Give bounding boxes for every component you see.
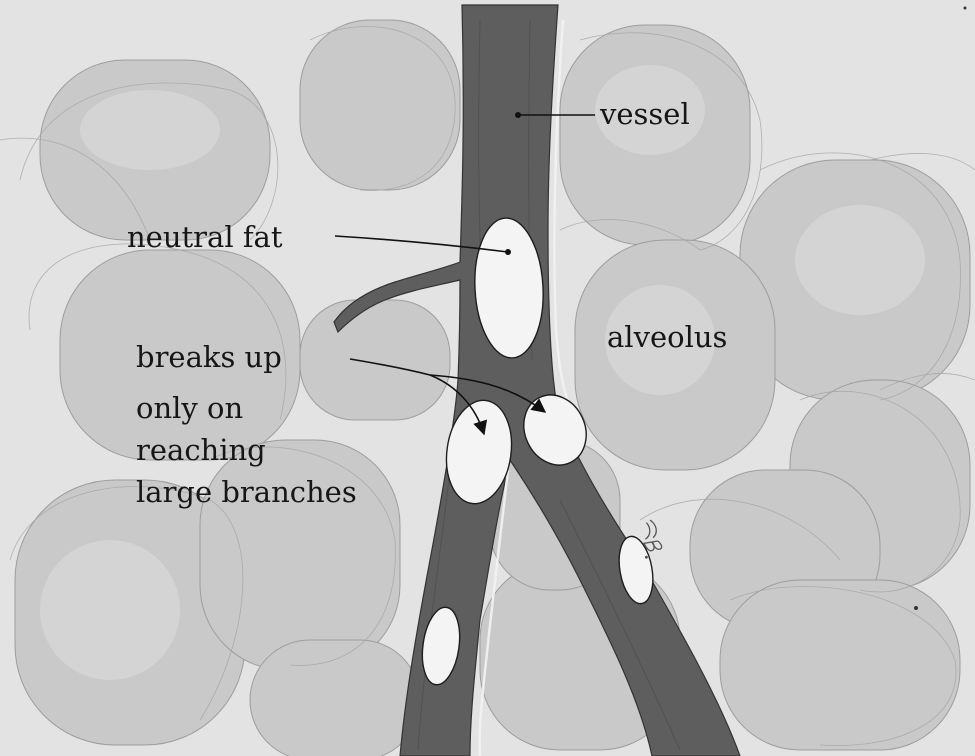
speck [964,7,967,10]
neutral-fat-label: neutral fat [127,220,283,254]
alveolus-cell [720,580,960,750]
breaks-up-label-line-3: reaching [136,433,266,467]
breaks-up-label-line-2: only on [136,391,243,425]
speck [914,606,918,610]
alveolus-cell [300,300,450,420]
alveolus-label: alveolus [607,320,727,354]
alveolus-highlight [40,540,180,680]
alveolus-cell [250,640,420,756]
alveolus-highlight [80,90,220,170]
alveolus-highlight [795,205,925,315]
vessel-label: vessel [599,97,690,131]
breaks-up-label-line-4: large branches [136,475,357,509]
breaks-up-label-line-1: breaks up [136,340,282,374]
